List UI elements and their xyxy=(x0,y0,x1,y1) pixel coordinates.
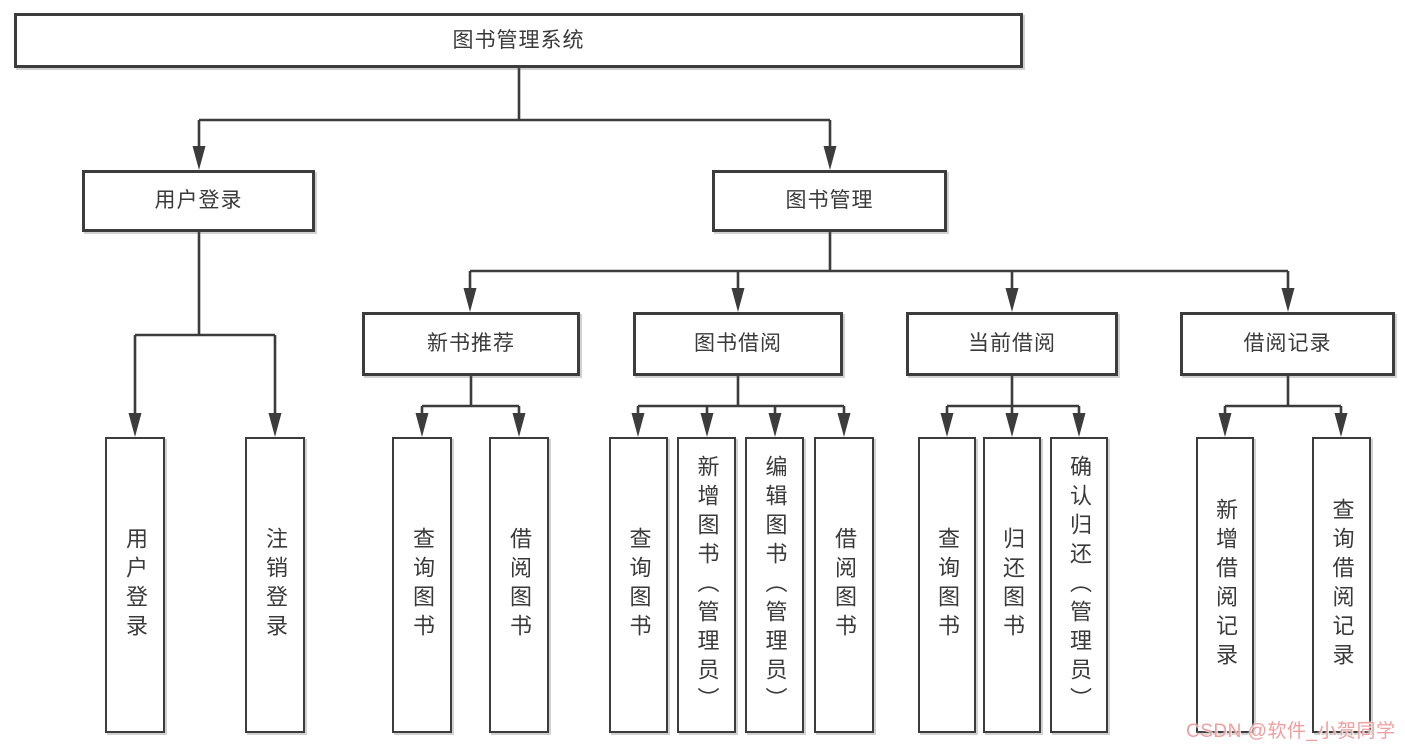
connector-arrowhead xyxy=(731,288,745,312)
node-return-book-label: 归还图书 xyxy=(1000,527,1025,643)
node-new-book-rec: 新书推荐 xyxy=(362,312,580,376)
node-add-book-label: 新增图书︵管理员︶ xyxy=(694,454,720,716)
connector-new-book-rec-children xyxy=(415,376,526,437)
node-query-book-1-label: 查询图书 xyxy=(410,527,435,643)
connector-arrowhead xyxy=(1334,413,1348,437)
connector-arrowhead xyxy=(192,146,206,170)
connector-arrowhead xyxy=(1005,413,1019,437)
node-user-login: 用户登录 xyxy=(82,170,315,232)
node-logout: 注销登录 xyxy=(245,437,305,733)
connector-arrowhead xyxy=(700,413,714,437)
node-borrow-record-label: 借阅记录 xyxy=(1243,332,1332,356)
node-add-book: 新增图书︵管理员︶ xyxy=(677,437,736,733)
node-current-borrow: 当前借阅 xyxy=(906,312,1118,376)
node-query-book-1: 查询图书 xyxy=(392,437,452,733)
connector-arrowhead xyxy=(415,413,429,437)
node-query-book-3: 查询图书 xyxy=(918,437,976,733)
connector-root-children xyxy=(192,68,837,170)
connector-borrow-record-children xyxy=(1218,376,1348,437)
node-confirm-return-label: 确认归还︵管理员︶ xyxy=(1067,454,1092,716)
node-root-label: 图书管理系统 xyxy=(452,28,585,52)
connector-arrowhead xyxy=(631,413,645,437)
connector-arrowhead xyxy=(512,413,526,437)
node-book-mgmt: 图书管理 xyxy=(712,170,947,232)
node-query-book-2-label: 查询图书 xyxy=(626,527,652,643)
connector-book-borrow-children xyxy=(631,376,851,437)
node-borrow-book-2-label: 借阅图书 xyxy=(832,527,857,643)
connector-arrowhead xyxy=(128,413,142,437)
connector-arrowhead xyxy=(1072,413,1086,437)
connector-arrowhead xyxy=(1218,413,1232,437)
node-logout-label: 注销登录 xyxy=(263,527,288,643)
connector-arrowhead xyxy=(768,413,782,437)
node-login-op-label: 用户登录 xyxy=(123,527,148,643)
node-edit-book-label: 编辑图书︵管理员︶ xyxy=(762,454,788,716)
node-book-borrow: 图书借阅 xyxy=(633,312,843,376)
watermark: CSDN @软件_小贺同学 xyxy=(1186,721,1396,742)
node-query-borrow-record-label: 查询借阅记录 xyxy=(1329,498,1355,672)
node-return-book: 归还图书 xyxy=(983,437,1041,733)
node-login-op: 用户登录 xyxy=(105,437,165,733)
connector-user-login-children xyxy=(128,232,282,437)
node-query-book-3-label: 查询图书 xyxy=(935,527,960,643)
node-book-borrow-label: 图书借阅 xyxy=(694,332,782,356)
connector-arrowhead xyxy=(837,413,851,437)
node-add-borrow-record-label: 新增借阅记录 xyxy=(1213,498,1238,672)
node-root: 图书管理系统 xyxy=(14,13,1023,68)
connector-arrowhead xyxy=(463,288,477,312)
node-borrow-book-2: 借阅图书 xyxy=(814,437,874,733)
node-new-book-rec-label: 新书推荐 xyxy=(427,332,515,356)
connector-book-mgmt-children xyxy=(463,232,1295,312)
node-query-borrow-record: 查询借阅记录 xyxy=(1312,437,1371,733)
node-borrow-book-1-label: 借阅图书 xyxy=(507,527,532,643)
node-query-book-2: 查询图书 xyxy=(609,437,668,733)
node-edit-book: 编辑图书︵管理员︶ xyxy=(745,437,804,733)
node-add-borrow-record: 新增借阅记录 xyxy=(1196,437,1254,733)
node-user-login-label: 用户登录 xyxy=(154,189,243,213)
node-current-borrow-label: 当前借阅 xyxy=(968,332,1056,356)
node-borrow-book-1: 借阅图书 xyxy=(489,437,549,733)
connector-current-borrow-children xyxy=(940,376,1086,437)
node-confirm-return: 确认归还︵管理员︶ xyxy=(1050,437,1108,733)
connector-arrowhead xyxy=(823,146,837,170)
node-book-mgmt-label: 图书管理 xyxy=(785,189,874,213)
node-borrow-record: 借阅记录 xyxy=(1180,312,1395,376)
connector-arrowhead xyxy=(1281,288,1295,312)
connector-arrowhead xyxy=(268,413,282,437)
connector-arrowhead xyxy=(1005,288,1019,312)
connector-arrowhead xyxy=(940,413,954,437)
